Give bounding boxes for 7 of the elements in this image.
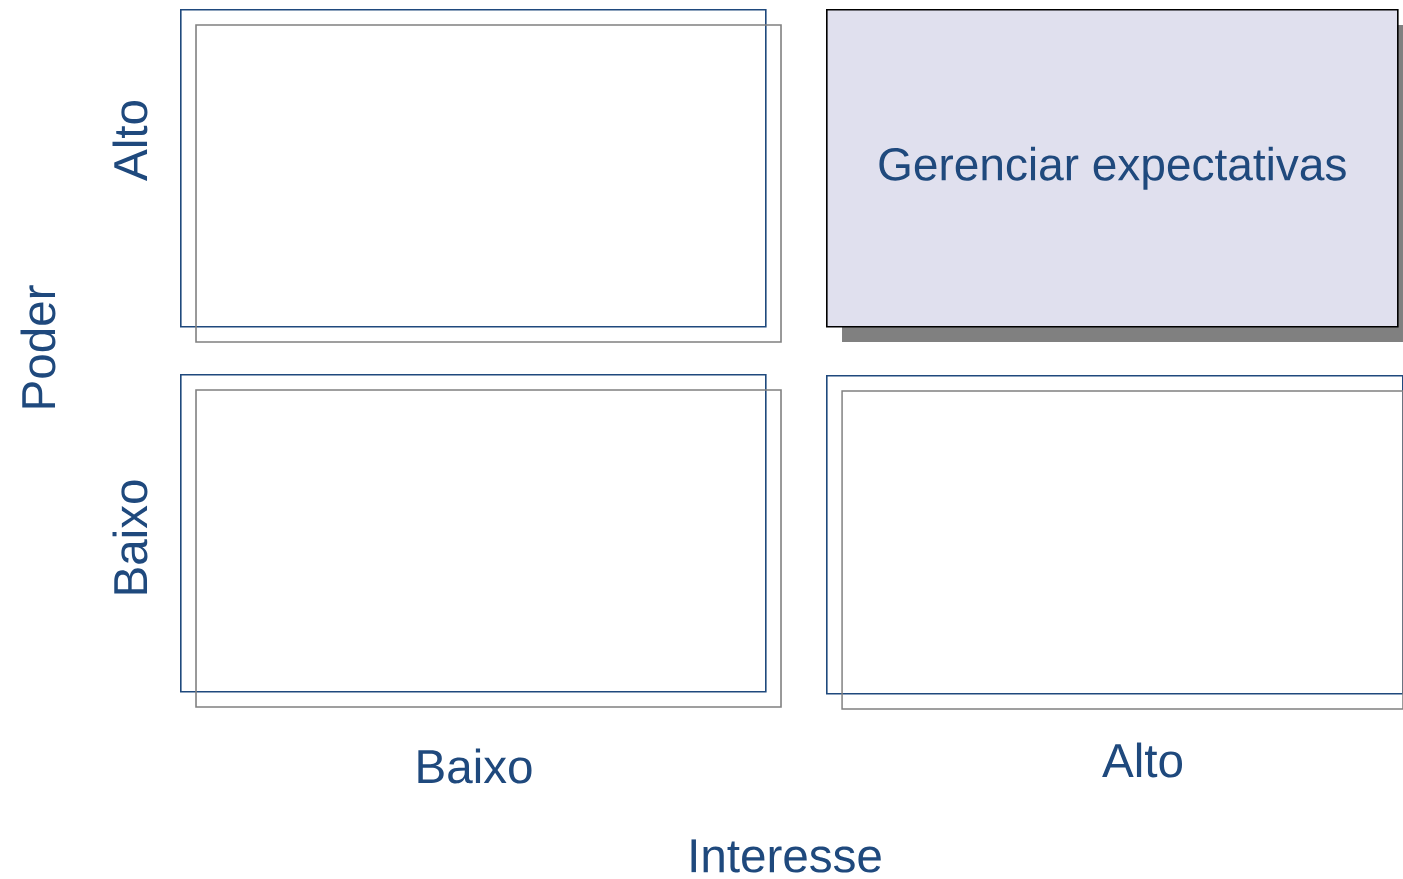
axis-title: Interesse [691, 839, 881, 873]
quadrant-box: Gerenciar expectativas [826, 9, 1403, 342]
axis-title: Poder [20, 285, 56, 408]
axis-tick-label: Baixo [418, 748, 532, 784]
quadrant-box [180, 9, 782, 343]
quadrant-box [826, 375, 1403, 710]
quadrant-box [180, 374, 782, 708]
